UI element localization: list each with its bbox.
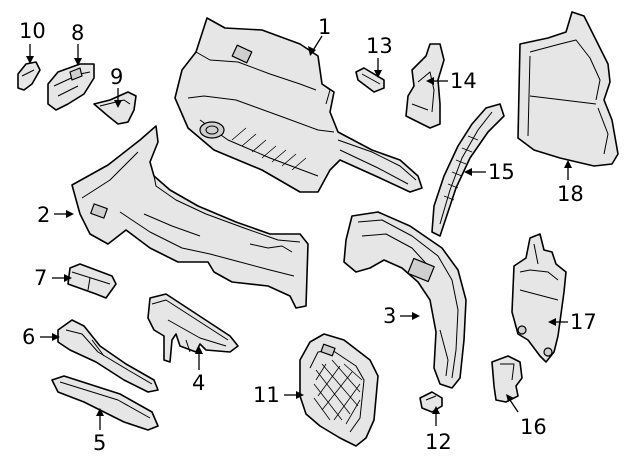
callout-15-label: 15 xyxy=(488,160,515,184)
callout-10: 10 xyxy=(19,19,46,64)
callout-5: 5 xyxy=(93,408,106,455)
callout-7-label: 7 xyxy=(34,266,47,290)
part-11[interactable] xyxy=(299,333,379,447)
callout-10-label: 10 xyxy=(19,19,46,43)
callout-8: 8 xyxy=(71,21,84,66)
callout-4-label: 4 xyxy=(192,371,205,395)
callout-6-label: 6 xyxy=(22,325,35,349)
callout-11-label: 11 xyxy=(253,383,280,407)
callout-13-label: 13 xyxy=(366,34,393,58)
callout-11: 11 xyxy=(253,383,304,407)
callout-4: 4 xyxy=(192,346,205,395)
part-14[interactable] xyxy=(405,43,445,129)
part-7[interactable] xyxy=(67,263,117,299)
part-16[interactable] xyxy=(491,355,523,403)
callout-14-label: 14 xyxy=(450,69,477,93)
callout-7: 7 xyxy=(34,266,72,290)
callout-17: 17 xyxy=(548,310,597,334)
callout-13: 13 xyxy=(366,34,393,78)
callout-18-label: 18 xyxy=(557,182,584,206)
callout-2: 2 xyxy=(37,203,74,227)
callout-14: 14 xyxy=(426,69,477,93)
part-12[interactable] xyxy=(419,391,443,413)
part-18[interactable] xyxy=(517,11,619,167)
part-9[interactable] xyxy=(93,91,137,125)
callout-3: 3 xyxy=(383,304,420,328)
callout-12-label: 12 xyxy=(425,430,452,454)
part-10[interactable] xyxy=(17,61,41,91)
callout-5-label: 5 xyxy=(93,431,106,455)
callout-6: 6 xyxy=(22,325,60,349)
callout-17-label: 17 xyxy=(570,310,597,334)
part-15[interactable] xyxy=(431,103,505,237)
callout-1-label: 1 xyxy=(318,15,331,39)
callout-3-label: 3 xyxy=(383,304,396,328)
callout-1: 1 xyxy=(308,15,331,56)
part-8[interactable] xyxy=(47,63,95,111)
part-3[interactable] xyxy=(343,211,467,389)
callout-18: 18 xyxy=(557,160,584,206)
callout-16: 16 xyxy=(506,394,547,439)
callout-9-label: 9 xyxy=(110,65,123,89)
part-6[interactable] xyxy=(57,319,159,393)
callout-8-label: 8 xyxy=(71,21,84,45)
callout-15: 15 xyxy=(464,160,515,184)
callout-2-label: 2 xyxy=(37,203,50,227)
part-17[interactable] xyxy=(511,233,567,363)
part-5[interactable] xyxy=(51,375,159,431)
part-4[interactable] xyxy=(147,293,239,363)
part-1[interactable] xyxy=(174,17,423,193)
callout-12: 12 xyxy=(425,406,452,454)
part-2[interactable] xyxy=(71,125,309,309)
callout-16-label: 16 xyxy=(520,415,547,439)
part-13[interactable] xyxy=(355,67,385,93)
callout-9: 9 xyxy=(110,65,123,108)
